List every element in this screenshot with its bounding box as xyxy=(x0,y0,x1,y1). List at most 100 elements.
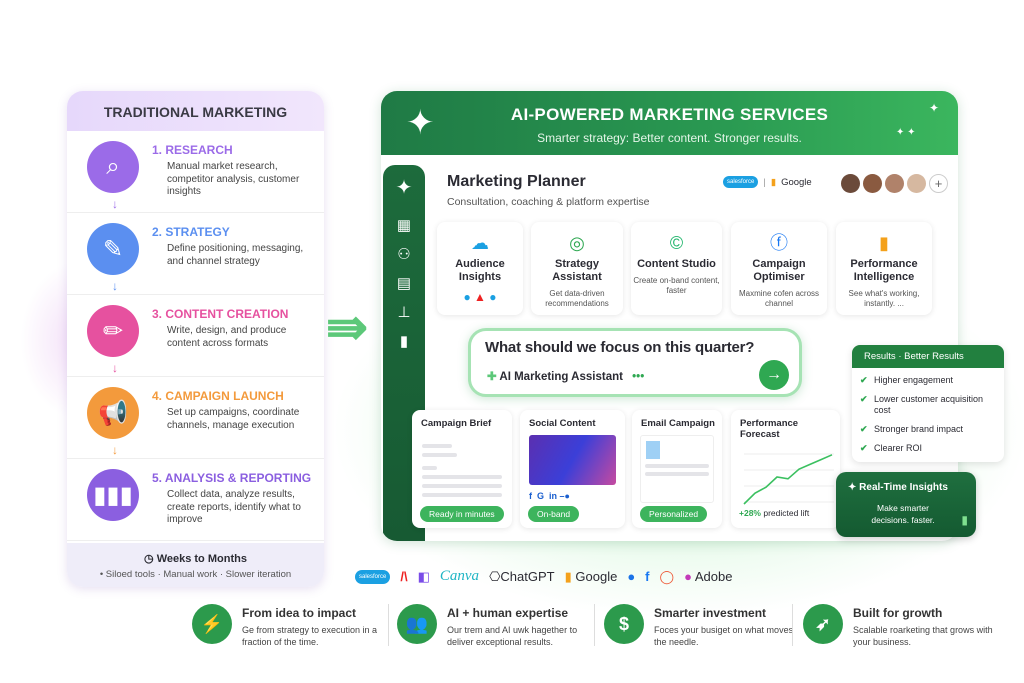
tool-name: Audience Insights xyxy=(455,258,505,283)
adobe-logo: ● Adobe xyxy=(684,569,733,584)
status-pill: Ready in minutes xyxy=(420,506,504,522)
megaphone-icon: 📢 xyxy=(87,387,139,439)
tool-icon: ▮ xyxy=(879,233,889,253)
card-title: Social Content xyxy=(529,418,596,429)
facebook-logo-icon: f xyxy=(645,569,650,584)
arrow-down-icon: ↓ xyxy=(112,279,118,293)
panel-header: ✦ ✦ ✦ ✦ AI-POWERED MARKETING SERVICES Sm… xyxy=(381,91,958,155)
tool-logo-icon: ◯ xyxy=(659,568,675,584)
feature-item: ➶ Built for growth Scalable roarketing t… xyxy=(803,602,1003,652)
real-time-insights-card[interactable]: ✦ Real-Time Insights Make smarter decisi… xyxy=(836,472,976,537)
social-content-card[interactable]: Social Content f G in –● On-band xyxy=(520,410,625,528)
query-text: What should we focus on this quarter? xyxy=(485,339,755,356)
google-logo: ▮ Google xyxy=(564,568,618,584)
step-item: ▮▮▮ 5. ANALYSIS & REPORTING Collect data… xyxy=(67,459,324,541)
salesforce-logo: salesforce xyxy=(723,176,759,188)
upload-icon[interactable]: ⊥ xyxy=(397,304,411,321)
bar-chart-icon[interactable]: ▮ xyxy=(399,333,409,350)
step-title: 4. CAMPAIGN LAUNCH xyxy=(152,389,284,403)
performance-forecast-card[interactable]: Performance Forecast +28% predicted lift xyxy=(731,410,840,528)
feature-desc: Foces your busiget on what moves the nee… xyxy=(654,625,794,647)
campaign-brief-card[interactable]: Campaign Brief Ready in minutes xyxy=(412,410,512,528)
check-icon: ✔ xyxy=(860,424,868,434)
tool-card[interactable]: ☁ Audience Insights ● ▲ ● xyxy=(437,222,523,315)
avatar xyxy=(841,174,860,193)
grid-icon[interactable]: ▦ xyxy=(396,217,412,234)
google-label: Google xyxy=(781,176,812,188)
results-panel: Results · Better Results ✔Higher engagem… xyxy=(852,345,1004,462)
tool-card[interactable]: ◎ Strategy Assistant Get data-driven rec… xyxy=(531,222,623,315)
rti-desc: Make smarter decisions. faster. xyxy=(871,503,935,525)
sparkle-logo-icon: ✦ xyxy=(395,177,413,199)
arrow-right-icon: ⇛ xyxy=(326,299,368,355)
social-icons: f G in –● xyxy=(529,491,570,501)
arrow-down-icon: ↓ xyxy=(112,361,118,375)
assistant-query-box[interactable]: What should we focus on this quarter? ✚ … xyxy=(468,328,802,397)
document-icon[interactable]: ▤ xyxy=(396,275,412,292)
feature-item: 👥 AI + human expertise Our trem and AI u… xyxy=(397,602,597,652)
result-item: ✔Clearer ROI xyxy=(860,443,923,453)
avatar xyxy=(863,174,882,193)
step-item: ✏ 3. CONTENT CREATION Write, design, and… xyxy=(67,295,324,377)
submit-arrow-button[interactable]: → xyxy=(759,360,789,390)
app-logo-icon: ◧ xyxy=(417,568,430,584)
panel-footer: ◷ Weeks to Months • Siloed tools · Manua… xyxy=(67,543,324,587)
tool-name: Performance Intelligence xyxy=(850,258,918,283)
card-title: Campaign Brief xyxy=(421,418,492,429)
feature-title: Smarter investment xyxy=(654,606,767,620)
step-desc: Manual market research, competitor analy… xyxy=(167,161,300,197)
tool-card[interactable]: © Content Studio Create on-band content,… xyxy=(631,222,722,315)
drawbacks-label: • Siloed tools · Manual work · Slower it… xyxy=(99,569,292,580)
panel-subtitle: Smarter strategy: Better content. Strong… xyxy=(537,131,802,145)
panel-title: TRADITIONAL MARKETING xyxy=(67,91,324,131)
tool-desc: See what's working, instantly. ... xyxy=(848,289,920,308)
tool-name: Content Studio xyxy=(637,258,716,270)
canva-logo: Canva xyxy=(439,568,480,584)
people-icon: 👥 xyxy=(397,604,437,644)
step-desc: Set up campaigns, coordinate channels, m… xyxy=(167,407,300,431)
status-pill: Personalized xyxy=(640,506,708,522)
email-preview xyxy=(640,435,714,503)
adobe-logo-icon: /\ xyxy=(400,569,408,584)
forecast-line xyxy=(743,454,833,505)
step-title: 5. ANALYSIS & REPORTING xyxy=(152,471,312,485)
clock-icon: ◷ xyxy=(144,553,157,565)
arrow-down-icon: ↓ xyxy=(112,197,118,211)
feature-desc: Ge from strategy to execution in a fract… xyxy=(242,625,378,647)
check-icon: ✔ xyxy=(860,394,868,404)
feature-title: From idea to impact xyxy=(242,606,357,620)
lift-value: +28% xyxy=(739,508,761,518)
step-desc: Write, design, and produce content acros… xyxy=(167,325,287,349)
integration-icons: ● ▲ ● xyxy=(463,290,497,304)
tool-desc: Create on-band content, faster xyxy=(633,276,720,295)
partner-logos: salesforce /\ ◧ Canva ⎔ChatGPT ▮ Google … xyxy=(355,568,732,585)
feature-item: $ Smarter investment Foces your busiget … xyxy=(604,602,804,652)
step-title: 2. STRATEGY xyxy=(152,225,230,239)
bar-chart-icon: ▮▮▮ xyxy=(87,469,139,521)
salesforce-logo: salesforce xyxy=(355,569,391,584)
tool-card[interactable]: ⓕ Campaign Optimiser Maxmine cofen acros… xyxy=(731,222,827,315)
tool-name: Strategy Assistant xyxy=(552,258,602,283)
tool-card[interactable]: ▮ Performance Intelligence See what's wo… xyxy=(836,222,932,315)
check-icon: ✔ xyxy=(860,375,868,385)
users-icon[interactable]: ⚇ xyxy=(397,246,411,263)
feature-title: Built for growth xyxy=(853,606,943,620)
avatar xyxy=(907,174,926,193)
search-icon: ⌕ xyxy=(87,141,139,193)
status-pill: On-band xyxy=(528,506,580,522)
plus-icon: ✚ xyxy=(487,371,500,383)
avatar xyxy=(885,174,904,193)
arrow-down-icon: ↓ xyxy=(112,443,118,457)
add-member-button[interactable]: + xyxy=(929,174,948,193)
email-campaign-card[interactable]: Email Campaign Personalized xyxy=(632,410,722,528)
tool-icon: ⓕ xyxy=(770,233,788,253)
duration-label: Weeks to Months xyxy=(156,553,247,565)
tool-desc: Get data-driven recommendations xyxy=(545,289,609,308)
pencil-icon: ✏ xyxy=(87,305,139,357)
assistant-label: AI Marketing Assistant xyxy=(499,371,623,383)
card-title: Performance Forecast xyxy=(740,418,799,440)
tool-icon: © xyxy=(669,233,684,253)
sparkle-icon: ✦ xyxy=(406,104,435,142)
tool-logo-icon: ● xyxy=(627,569,636,584)
traditional-marketing-panel: TRADITIONAL MARKETING ⌕ 1. RESEARCH Manu… xyxy=(67,91,324,587)
